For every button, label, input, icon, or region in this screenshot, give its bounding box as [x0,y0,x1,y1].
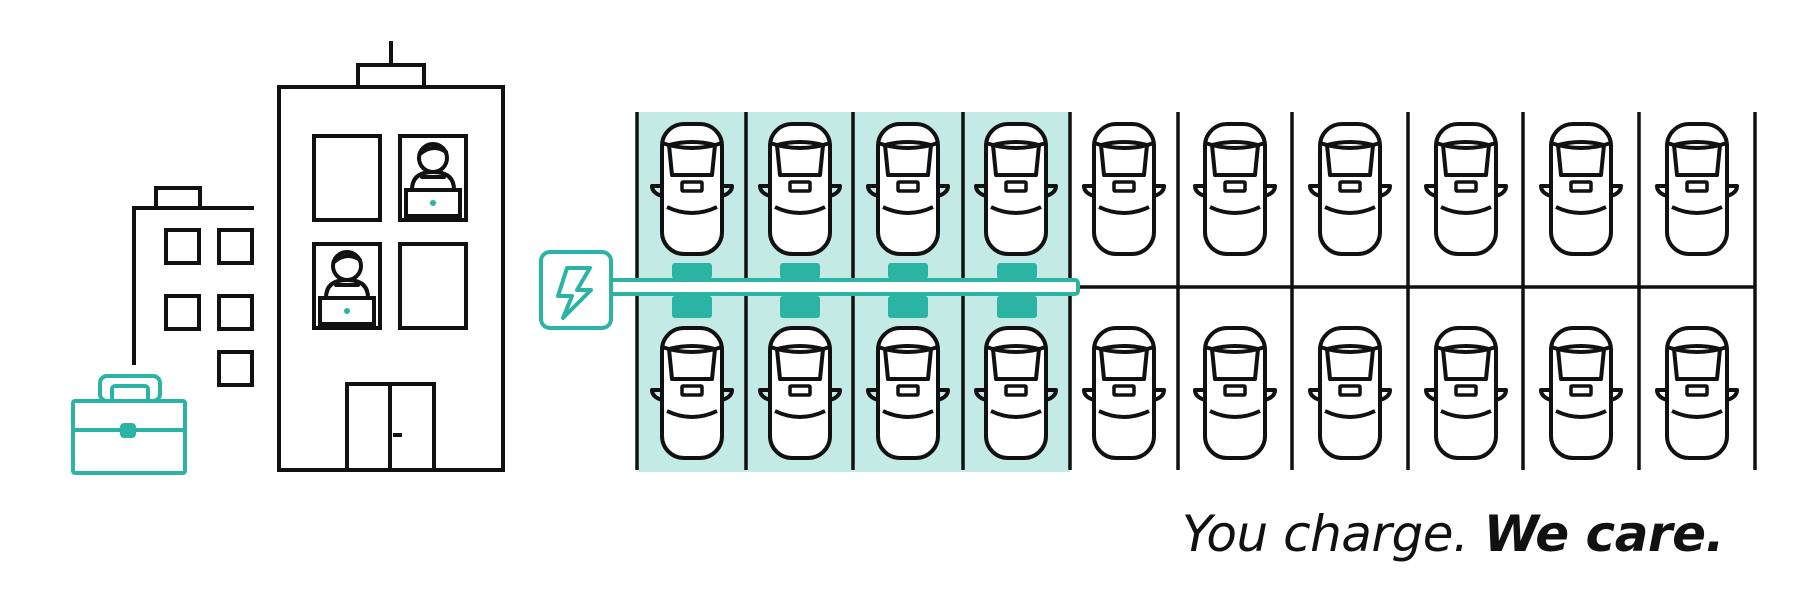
office-building-icon [277,41,505,472]
car-top-view-icon [650,326,1739,460]
small-building-icon [132,186,254,387]
briefcase-icon [71,374,187,475]
tagline-part-1: You charge. [1181,505,1469,563]
tagline-part-2: We care. [1483,505,1725,563]
tagline: You charge. We care. [1181,505,1725,563]
worker-at-laptop-icon [404,142,462,218]
parking-lot [539,112,1757,472]
worker-at-laptop-icon [318,250,376,326]
car-top-view-icon [650,122,1739,256]
charger-bolt-icon [539,250,613,330]
